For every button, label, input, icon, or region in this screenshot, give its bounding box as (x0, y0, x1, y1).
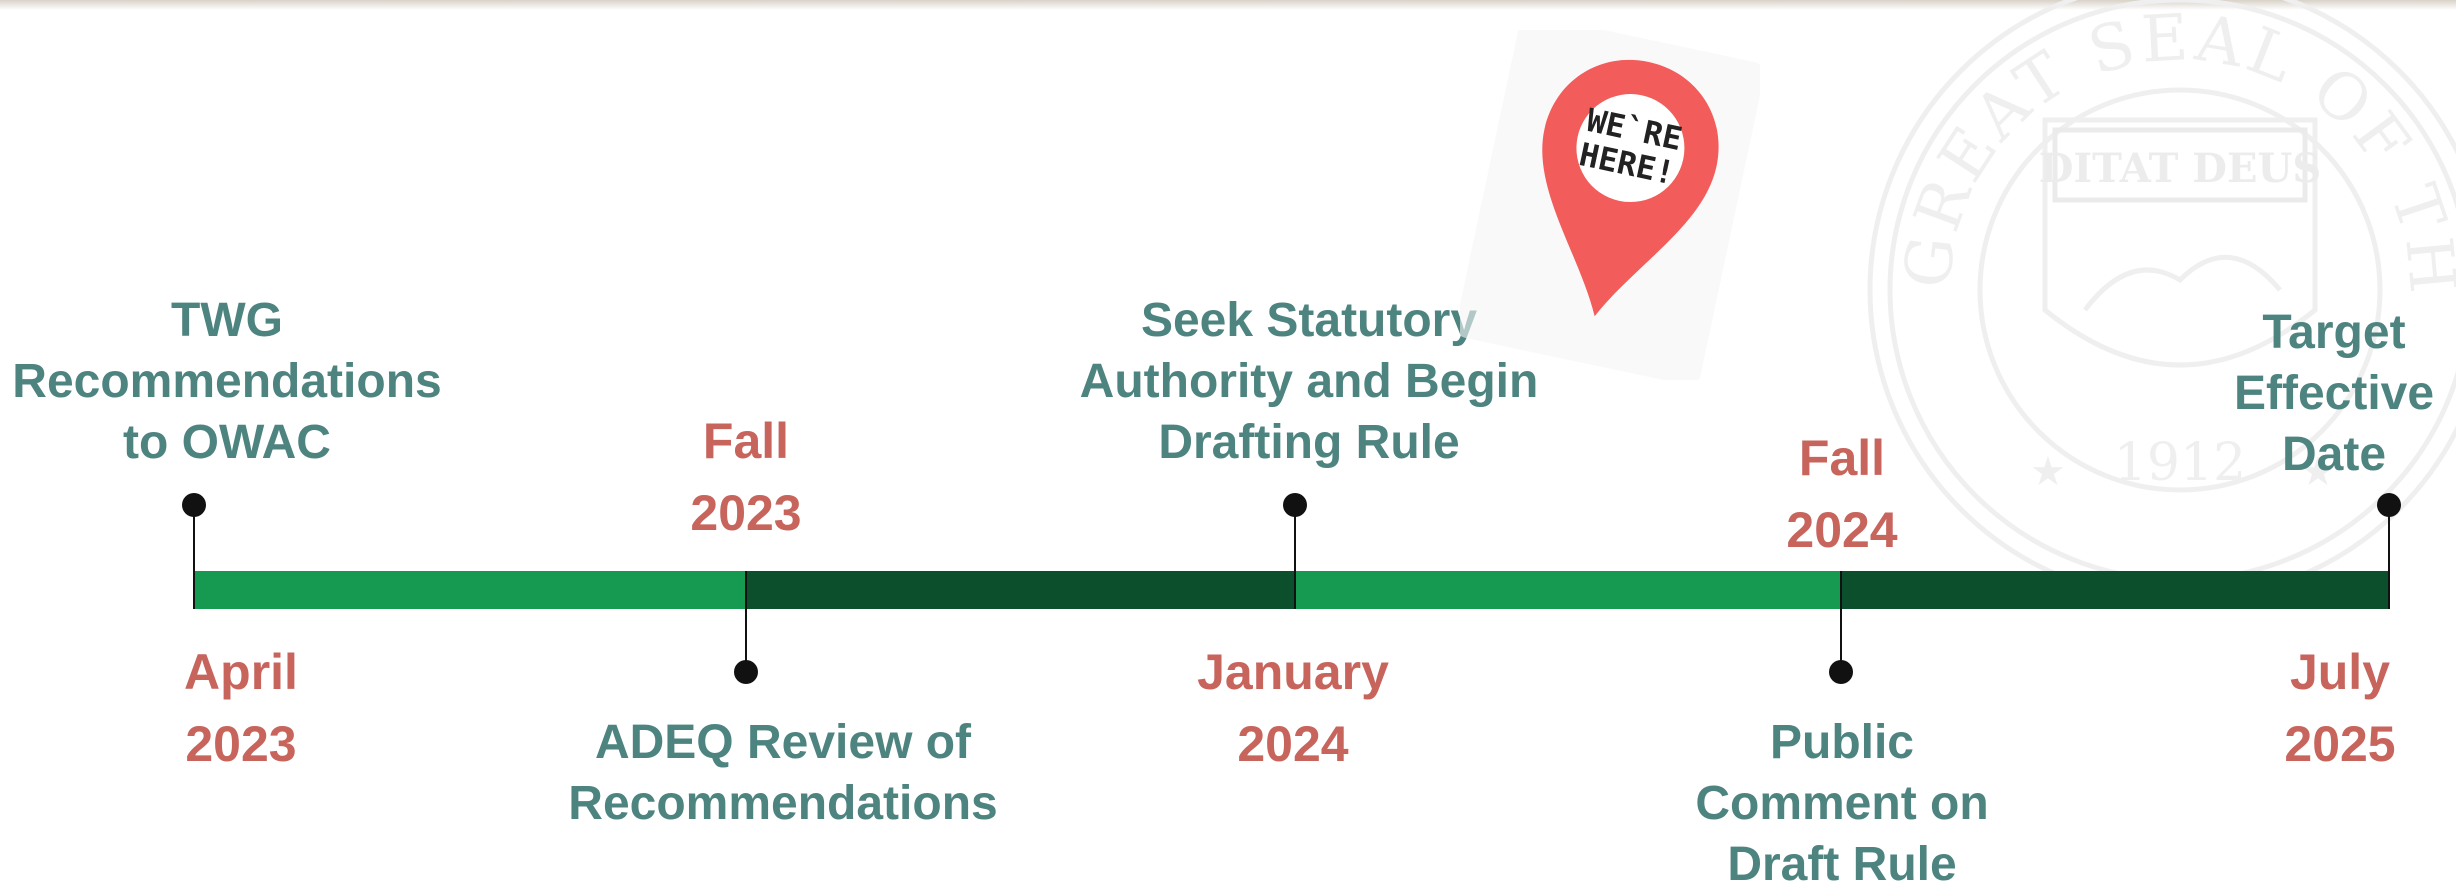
milestone-line: Authority and Begin (1079, 355, 1539, 408)
milestone-line: to OWAC (123, 416, 331, 469)
milestone-line: Comment on (1695, 777, 1989, 830)
milestone-line: Recommendations (12, 355, 442, 408)
date-year: 2025 (2284, 716, 2396, 772)
timeline-segment-1 (194, 571, 746, 609)
dot-adeq-review (734, 660, 758, 684)
date-public-comment: Fall 2024 (1786, 422, 1897, 566)
timeline-segment-4 (1841, 571, 2389, 609)
date-month: July (2289, 644, 2391, 700)
timeline-segment-3 (1295, 571, 1841, 609)
date-twg: April 2023 (184, 636, 298, 780)
date-adeq-review: Fall 2023 (690, 405, 801, 549)
milestone-line: Public (1769, 716, 1915, 769)
dot-target (2377, 493, 2401, 517)
date-month: Fall (1798, 430, 1886, 486)
seal-star-left-icon: ★ (2030, 450, 2066, 494)
seal-motto: DITAT DEUS (2039, 145, 2321, 192)
milestone-line: Draft Rule (1727, 838, 1957, 891)
date-year: 2024 (1786, 502, 1898, 558)
date-target: July 2025 (2284, 636, 2395, 780)
date-year: 2023 (185, 716, 297, 772)
milestone-public-comment: Public Comment on Draft Rule (1695, 712, 1988, 895)
date-statutory: January 2024 (1197, 636, 1389, 780)
milestone-line: Date (2281, 428, 2387, 481)
milestone-line: Recommendations (568, 777, 998, 830)
milestone-line: Drafting Rule (1158, 416, 1460, 469)
milestone-line: Target (2262, 306, 2406, 359)
milestone-adeq-review: ADEQ Review of Recommendations (568, 712, 997, 834)
dot-public-comment (1829, 660, 1853, 684)
date-month: January (1197, 644, 1389, 700)
seal-year: 1912 (2114, 433, 2246, 493)
top-edge-shadow (0, 0, 2456, 10)
timeline-segment-2 (746, 571, 1295, 609)
date-month: April (184, 644, 298, 700)
dot-statutory (1283, 493, 1307, 517)
date-year: 2023 (690, 485, 802, 541)
date-month: Fall (702, 413, 790, 469)
milestone-twg: TWG Recommendations to OWAC (12, 290, 441, 473)
milestone-line: Seek Statutory (1140, 294, 1478, 347)
date-year: 2024 (1237, 716, 1349, 772)
state-seal-watermark: DITAT DEUS GREAT SEAL OF THE STATE OF AR… (1860, 0, 2456, 603)
dot-twg (182, 493, 206, 517)
milestone-line: Effective (2233, 367, 2435, 420)
seal-star-right-icon: ★ (2300, 450, 2336, 494)
milestone-line: TWG (171, 294, 283, 347)
milestone-target: Target Effective Date (2234, 302, 2434, 485)
were-here-pin-icon: WE`RE HERE! (1460, 30, 1760, 380)
milestone-line: ADEQ Review of (594, 716, 972, 769)
milestone-statutory: Seek Statutory Authority and Begin Draft… (1080, 290, 1539, 473)
